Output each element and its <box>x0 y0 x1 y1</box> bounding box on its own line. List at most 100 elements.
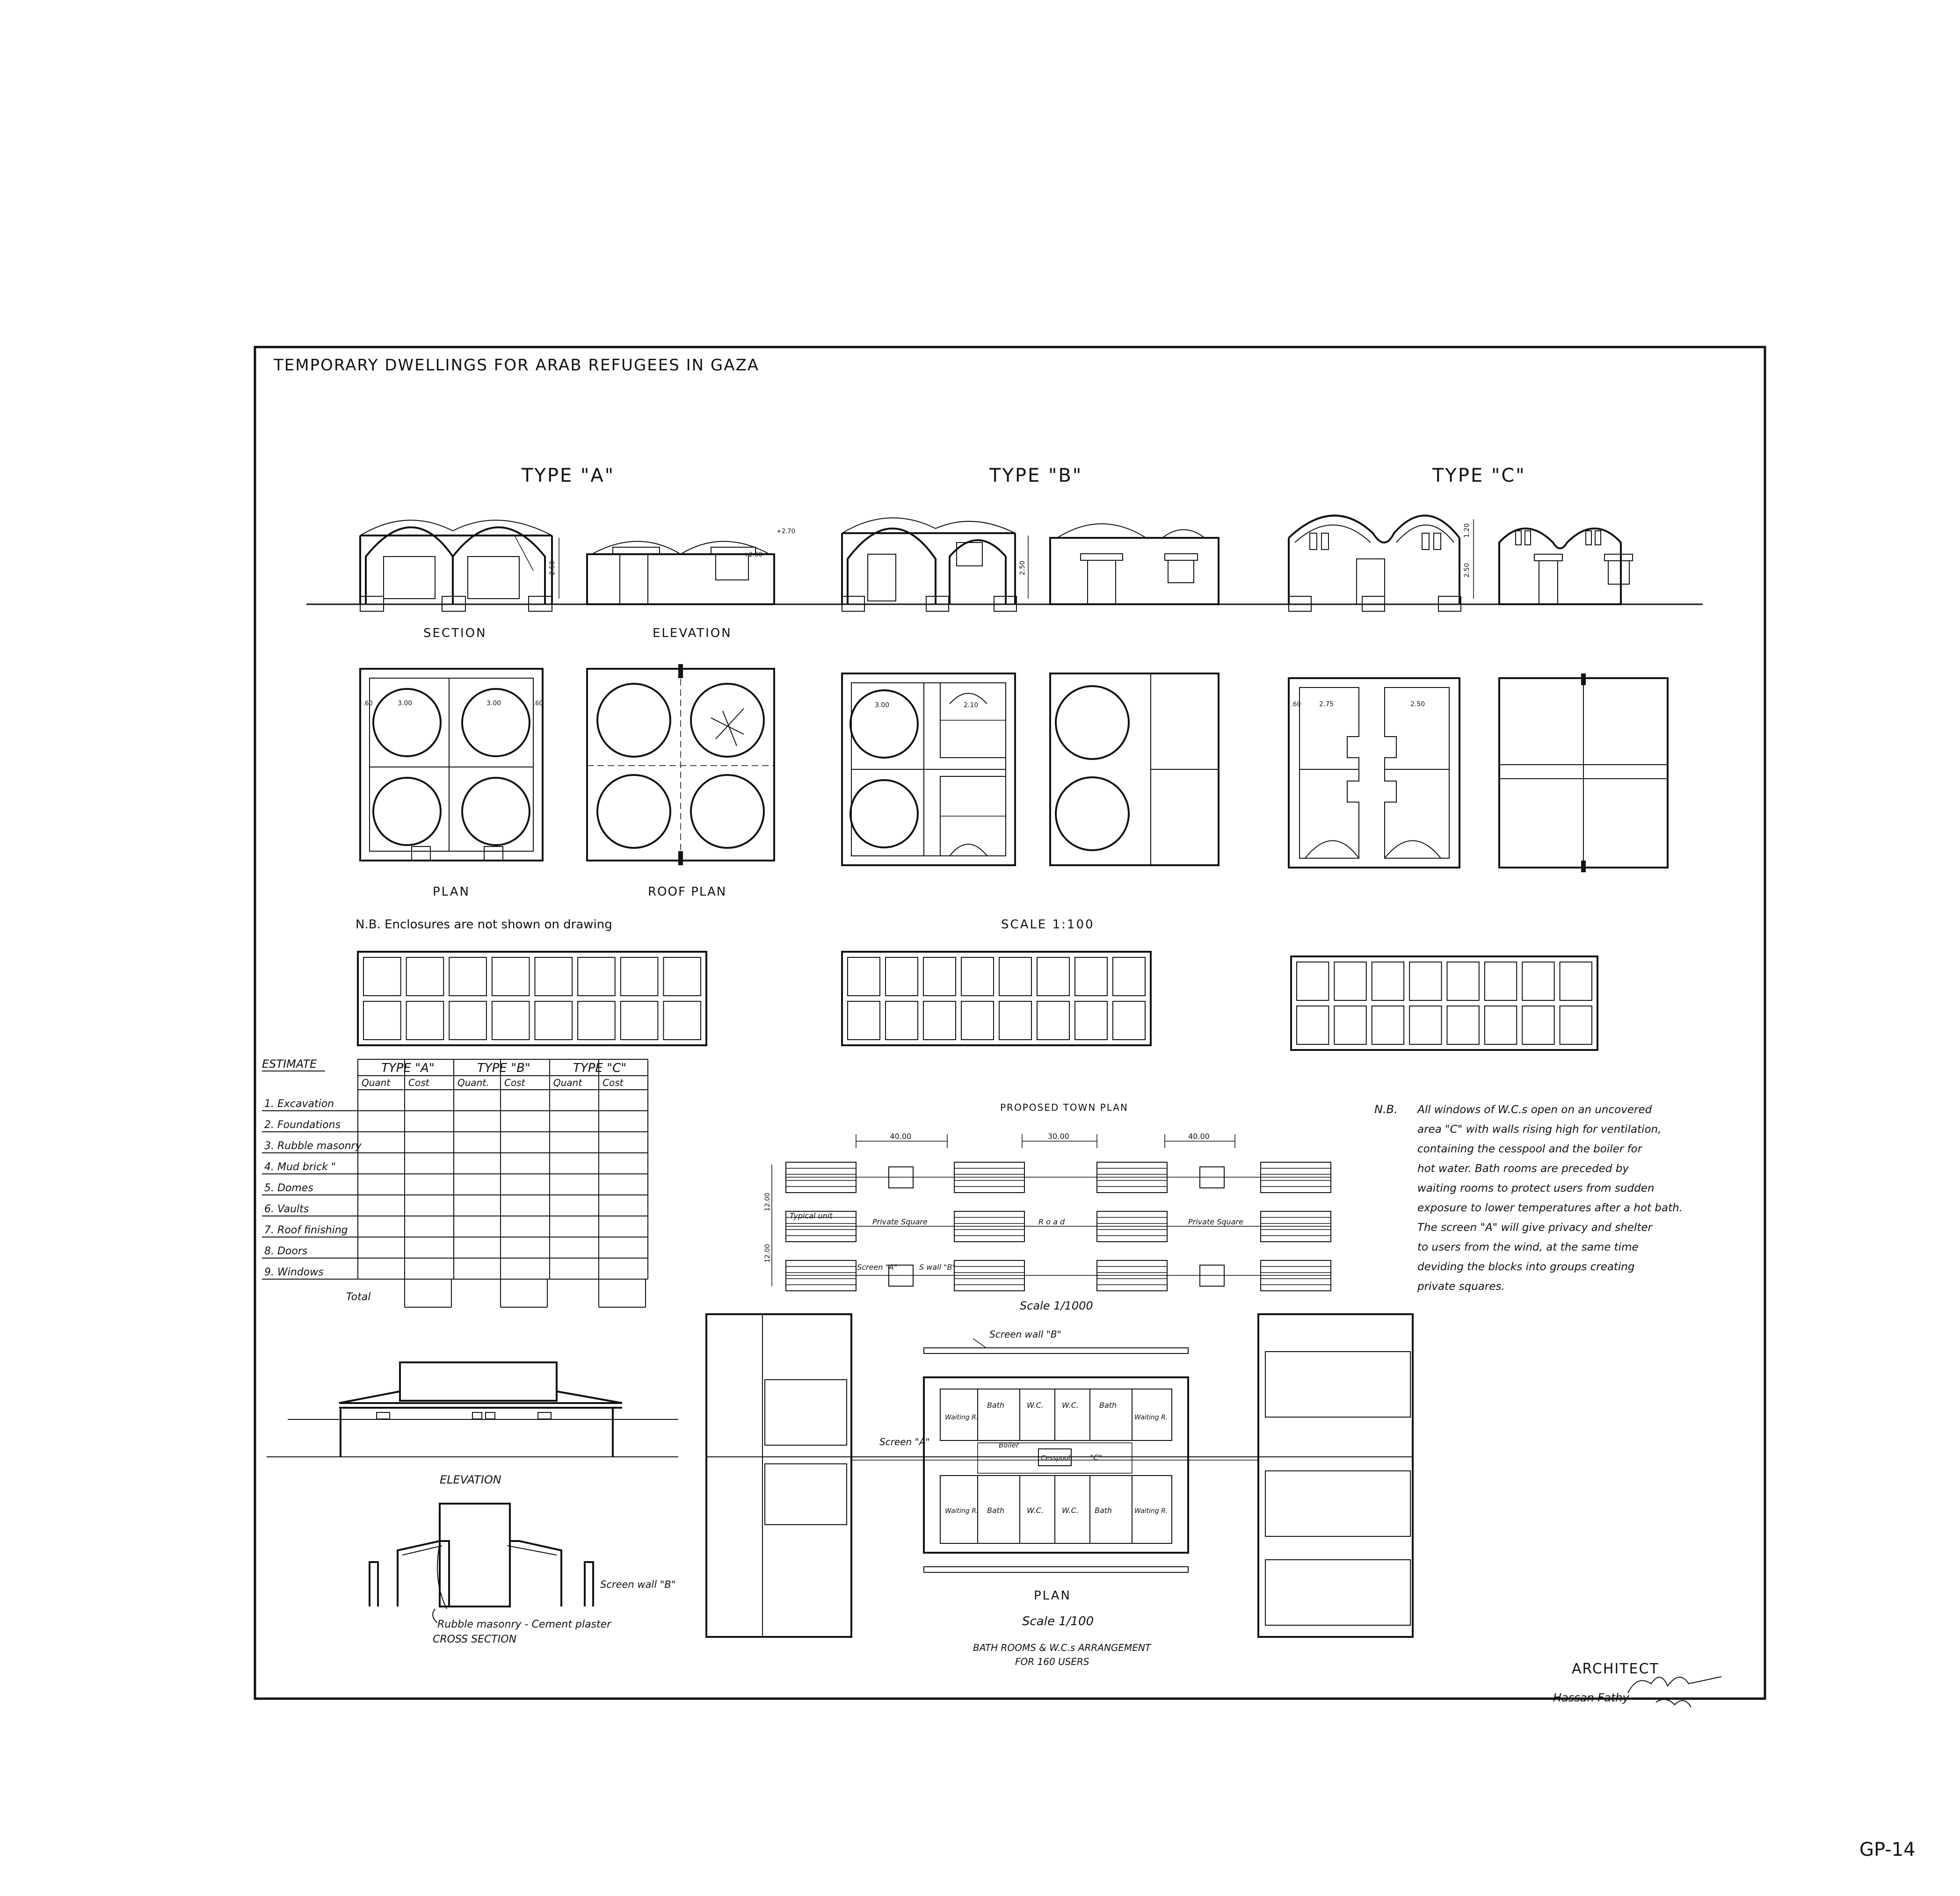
sheet-title: TEMPORARY DWELLINGS FOR ARAB REFUGEES IN… <box>273 356 759 375</box>
nb-enclosures: N.B. Enclosures are not shown on drawing <box>356 918 612 932</box>
note-line: All windows of W.C.s open on an uncovere… <box>1416 1104 1652 1116</box>
town-plan-label: Private Square <box>1188 1217 1243 1226</box>
block-grid-cell <box>1484 962 1517 1001</box>
block-grid-cell <box>534 1001 573 1040</box>
block-grid-cell <box>923 957 956 996</box>
block-grid-outline <box>357 951 707 1046</box>
block-grid-cell <box>847 957 880 996</box>
svg-text:2.10: 2.10 <box>964 702 978 709</box>
estimate-item: 1. Excavation <box>264 1098 334 1110</box>
town-plan-label: Screen "A" <box>857 1263 897 1272</box>
type-b-elevation <box>1049 523 1220 605</box>
block-grid-cell <box>1112 1001 1146 1040</box>
type-c-plan: 2.75 2.50 .60 <box>1288 677 1460 868</box>
bath-elevation-label: ELEVATION <box>440 1473 501 1486</box>
estimate-item: 3. Rubble masonry <box>264 1140 362 1152</box>
block-grid-cell <box>1522 962 1555 1001</box>
compass-rose-icon <box>711 708 744 746</box>
note-line: area "C" with walls rising high for vent… <box>1417 1123 1661 1136</box>
town-plan-bath-block <box>888 1265 914 1287</box>
block-grid-cell <box>491 957 530 996</box>
town-plan-bath-block <box>1199 1265 1225 1287</box>
estimate-item: 4. Mud brick " <box>264 1161 336 1173</box>
block-grid-cell <box>999 1001 1032 1040</box>
town-plan-label: R o a d <box>1038 1217 1065 1226</box>
type-b-heading: TYPE "B" <box>989 465 1082 486</box>
svg-text:2.50: 2.50 <box>1019 561 1026 575</box>
screen-a-label: Screen "A" <box>879 1436 930 1447</box>
svg-text:W.C.: W.C. <box>1027 1506 1044 1515</box>
estimate-type-header: TYPE "A" <box>381 1061 435 1075</box>
block-grid-cell <box>1559 1006 1592 1045</box>
block-grid-cell <box>491 1001 530 1040</box>
type-c-section: 2.50 1.20 <box>1288 514 1474 612</box>
estimate-sub-header: Quant <box>553 1077 582 1088</box>
svg-text:W.C.: W.C. <box>1062 1506 1079 1515</box>
estimate-sub-header: Quant <box>362 1077 391 1088</box>
block-grid-cell <box>1446 962 1480 1001</box>
block-grid-cell <box>1409 1006 1442 1045</box>
estimate-item: 2. Foundations <box>264 1119 341 1131</box>
svg-text:Bath: Bath <box>1095 1506 1112 1515</box>
svg-text:Bath: Bath <box>987 1401 1004 1410</box>
bath-plan-label: PLAN <box>1034 1589 1071 1603</box>
block-grid-cell <box>406 1001 444 1040</box>
svg-text:+2.00: +2.00 <box>744 551 762 558</box>
type-b-block-grid <box>841 951 1152 1046</box>
block-grid-cell <box>1037 957 1070 996</box>
note-line: waiting rooms to protect users from sudd… <box>1417 1182 1654 1194</box>
estimate-type-header: TYPE "B" <box>477 1061 530 1075</box>
svg-text:.60: .60 <box>363 700 373 707</box>
block-grid-cell <box>847 1001 880 1040</box>
type-a-elevation: +2.70 +2.00 ELEVATION <box>586 528 795 640</box>
note-line: exposure to lower temperatures after a h… <box>1417 1202 1683 1214</box>
estimate-sub-header: Cost <box>408 1077 430 1088</box>
architect-block: ARCHITECT Hassan Fathy <box>1553 1661 1722 1708</box>
block-grid-cell <box>1296 1006 1329 1045</box>
ventilation-note: N.B. All windows of W.C.s open on an unc… <box>1374 1103 1683 1293</box>
bath-plan-scale: Scale 1/100 <box>1022 1614 1094 1628</box>
sheet-border <box>254 346 1766 1700</box>
type-a-elevation-label: ELEVATION <box>653 626 732 640</box>
block-grid-cell <box>961 957 994 996</box>
type-a-block-grid <box>357 951 707 1046</box>
bath-block-elevation: ELEVATION <box>267 1361 678 1486</box>
architect-label: ARCHITECT <box>1572 1661 1659 1677</box>
svg-text:W.C.: W.C. <box>1027 1401 1044 1410</box>
type-a-roof-plan: ROOF PLAN <box>586 664 775 899</box>
note-line: hot water. Bath rooms are preceded by <box>1417 1163 1629 1175</box>
bath-plan-caption-1: BATH ROOMS & W.C.s ARRANGEMENT <box>973 1642 1152 1653</box>
block-grid-cell <box>1074 957 1108 996</box>
note-line: The screen "A" will give privacy and she… <box>1417 1222 1653 1234</box>
block-grid-cell <box>1112 957 1146 996</box>
estimate-sub-header: Cost <box>603 1077 624 1088</box>
svg-text:+2.70: +2.70 <box>777 528 795 535</box>
svg-text:3.00: 3.00 <box>398 700 412 707</box>
estimate-item: 7. Roof finishing <box>264 1224 348 1236</box>
town-plan-label: Typical unit <box>790 1211 833 1220</box>
block-grid-cell <box>1371 962 1405 1001</box>
block-grid-cell <box>1371 1006 1405 1045</box>
svg-text:3.00: 3.00 <box>875 702 889 709</box>
type-a-plan: 3.00 3.00 .60 .60 PLAN <box>359 668 544 899</box>
svg-text:2.50: 2.50 <box>1410 701 1425 708</box>
block-grid-cell <box>885 957 918 996</box>
svg-text:1.20: 1.20 <box>1463 523 1471 538</box>
svg-text:Waiting R.: Waiting R. <box>1134 1414 1168 1421</box>
note-line: to users from the wind, at the same time <box>1417 1241 1639 1253</box>
block-grid-cell <box>1037 1001 1070 1040</box>
block-grid-cell <box>1484 1006 1517 1045</box>
block-grid-cell <box>406 957 444 996</box>
town-plan-dimension: 40.00 <box>1188 1132 1210 1141</box>
bath-plan: Screen wall "B" Screen "A" Bath W.C. W.C… <box>705 1313 1414 1667</box>
type-c-heading: TYPE "C" <box>1432 465 1526 486</box>
type-a-plan-label: PLAN <box>433 885 470 899</box>
type-b-roof-plan <box>1049 673 1220 866</box>
block-grid-cell <box>1334 1006 1367 1045</box>
block-grid-outline <box>841 951 1152 1046</box>
block-grid-cell <box>363 957 401 996</box>
block-grid-cell <box>1296 962 1329 1001</box>
block-grid-cell <box>999 957 1032 996</box>
